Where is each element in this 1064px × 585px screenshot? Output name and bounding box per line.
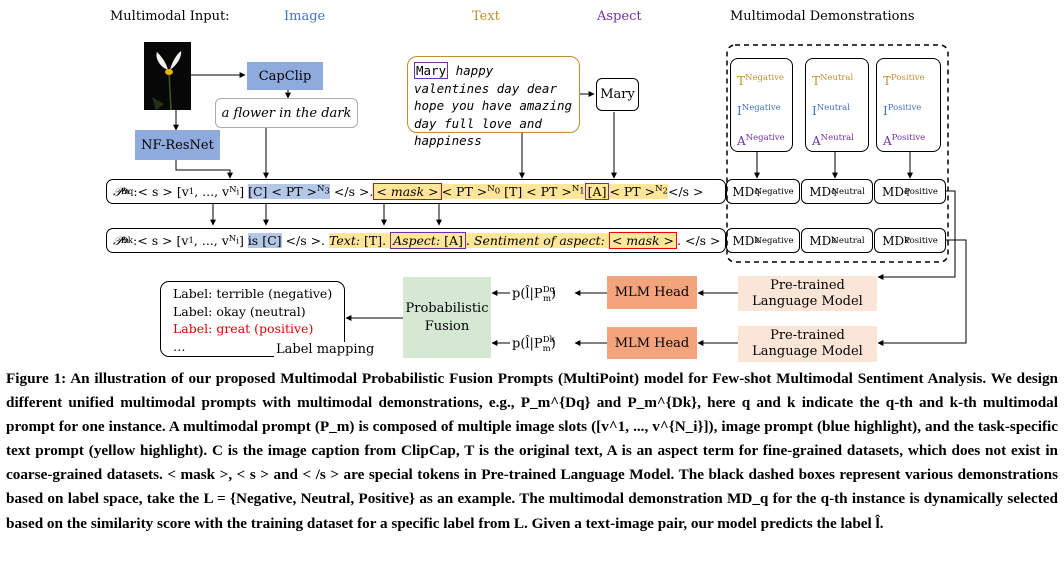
capclip-box: CapClip [247,62,323,90]
text-input-box: Mary happy valentines day dear hope you … [407,56,580,148]
image-header: Image [284,9,326,24]
fusion-box: Probabilistic Fusion [403,277,491,358]
demo-negative: TNegative INegative ANegative [730,58,793,152]
mlm-head-2: MLM Head [607,327,697,359]
mlm-head-1: MLM Head [607,276,697,309]
plm-box-1: Pre-trained Language Model [738,276,877,311]
nf-resnet-box: NF-ResNet [135,130,220,160]
demo-negative-t: T [737,74,746,88]
demonstrations-header: Multimodal Demonstrations [730,9,915,24]
md-k-neutral-base: MD [809,233,832,248]
label-positive: Label: great (positive) [173,321,314,336]
text-input-aspect: Mary [414,62,449,79]
demo-negative-a-label: Negative [745,133,785,143]
demo-positive-a: A [883,134,892,148]
demo-neutral: TNeutral INeutral ANeutral [805,58,869,152]
label-negative: Label: terrible (negative) [173,286,333,301]
prob-k-label: p(l̂|PDkm) [512,335,556,354]
demo-positive-i-label: Positive [887,103,922,113]
md-k-negative-label: Negative [754,235,794,246]
demo-neutral-a-label: Neutral [820,133,854,143]
demo-positive-a-label: Positive [891,133,926,143]
demo-neutral-i: I [812,104,817,118]
aspect-header: Aspect [597,9,642,24]
demo-negative-i-label: Negative [741,103,781,113]
demonstrations-dashed-box [726,44,949,263]
flower-icon [144,42,191,110]
demo-positive-t: T [883,74,892,88]
figure-caption: Figure 1: An illustration of our propose… [6,367,1058,536]
figure-caption-text: Figure 1: An illustration of our propose… [6,370,1058,532]
demo-negative-i: I [737,104,742,118]
prob-q-label: p(l̂|PDqm) [512,285,557,304]
text-input-content: happy valentines day dear hope you have … [414,63,573,148]
connector-arrows [173,44,967,346]
aspect-box: Mary [596,78,639,111]
label-mapping-box: Label: terrible (negative) Label: okay (… [160,281,345,357]
prob-k-text: p(l̂|P [512,336,543,352]
plm-box-2: Pre-trained Language Model [738,326,877,362]
md-k-negative-base: MD [732,233,755,248]
md-q-positive-label: Positive [904,186,938,197]
label-neutral: Label: okay (neutral) [173,303,306,319]
demo-negative-t-label: Negative [745,73,784,83]
caption-box: a flower in the dark [215,98,358,128]
multimodal-input-header: Multimodal Input: [110,9,230,24]
demo-positive-i: I [883,104,888,118]
text-header: Text [472,9,500,24]
md-q-negative-base: MD [732,184,755,199]
prob-q-text: p(l̂|P [512,286,543,302]
demo-neutral-t: T [812,74,821,88]
md-q-neutral-label: Neutral [831,186,865,197]
md-k-neutral-label: Neutral [831,235,865,246]
md-k-positive-base: MD [882,233,905,248]
md-k-positive-label: Positive [904,235,938,246]
demo-positive-t-label: Positive [891,73,925,83]
demo-neutral-a: A [812,134,821,148]
demo-neutral-t-label: Neutral [820,73,854,83]
md-q-positive-base: MD [882,184,904,199]
demo-neutral-i-label: Neutral [816,103,850,113]
md-q-neutral-base: MD [809,184,832,199]
demo-negative-a: A [737,134,746,148]
demo-positive: TPositive IPositive APositive [876,58,941,152]
flower-image [144,42,191,110]
label-ellipsis: … [173,338,186,354]
label-mapping-title: Label mapping [274,342,377,357]
md-q-negative-label: Negative [754,186,794,197]
